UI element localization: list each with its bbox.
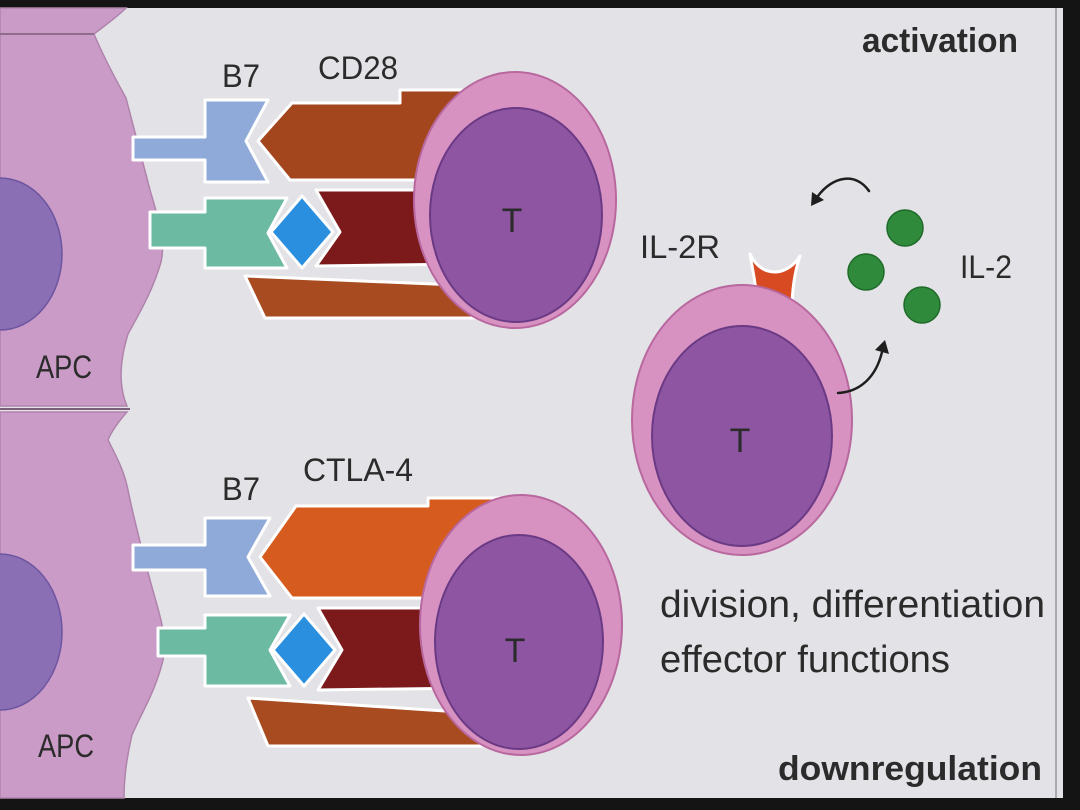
binding-arrow-curve (816, 177, 871, 198)
outcome-text-line-2: effector functions (660, 639, 950, 681)
cd28-label: CD28 (318, 50, 398, 86)
b7-label-bottom: B7 (222, 471, 260, 507)
il2-label: IL-2 (960, 249, 1012, 285)
t-cell-label-top: T (502, 202, 523, 240)
apc-bottom (0, 411, 166, 799)
t-cell-bottom (419, 494, 623, 756)
outcome-text-line-1: division, differentiation (660, 584, 1045, 626)
il2-molecule (847, 253, 885, 291)
apc-cell-bottom (0, 411, 166, 799)
t-cell-top (413, 71, 617, 329)
activated-t-cell (631, 252, 853, 556)
b7-ligand-top (131, 98, 270, 184)
t-cell-nucleus-bottom (434, 534, 604, 750)
t-cell-label-bottom: T (505, 632, 526, 670)
secretion-arrow-curve (836, 350, 884, 395)
mhc-molecule-bottom (156, 613, 292, 688)
autocrine-arrows (811, 177, 889, 395)
b7-ligand-bottom (131, 516, 272, 598)
mhc-molecule-top (148, 196, 289, 270)
apc-top (0, 7, 164, 407)
il2-molecule (886, 209, 924, 247)
il2-cytokines (847, 209, 941, 324)
downregulation-heading: downregulation (778, 750, 1042, 788)
ctla4-label: CTLA-4 (303, 452, 413, 488)
peptide-antigen-bottom (271, 612, 337, 688)
t-cell-nucleus-right (651, 325, 833, 547)
activation-heading: activation (862, 22, 1018, 60)
il2-molecule (903, 286, 941, 324)
apc-label-top: APC (36, 349, 92, 385)
secretion-arrowhead-icon (875, 340, 889, 354)
il2r-label: IL-2R (640, 229, 720, 265)
t-cell-nucleus-top (429, 107, 603, 323)
binding-arrowhead-icon (811, 192, 824, 206)
apc-nucleus-bottom (0, 553, 63, 711)
peptide-antigen-top (269, 194, 335, 270)
t-cell-label-right: T (730, 422, 751, 460)
apc-label-bottom: APC (38, 728, 94, 764)
apc-nucleus-top (0, 177, 63, 331)
b7-label-top: B7 (222, 58, 260, 94)
